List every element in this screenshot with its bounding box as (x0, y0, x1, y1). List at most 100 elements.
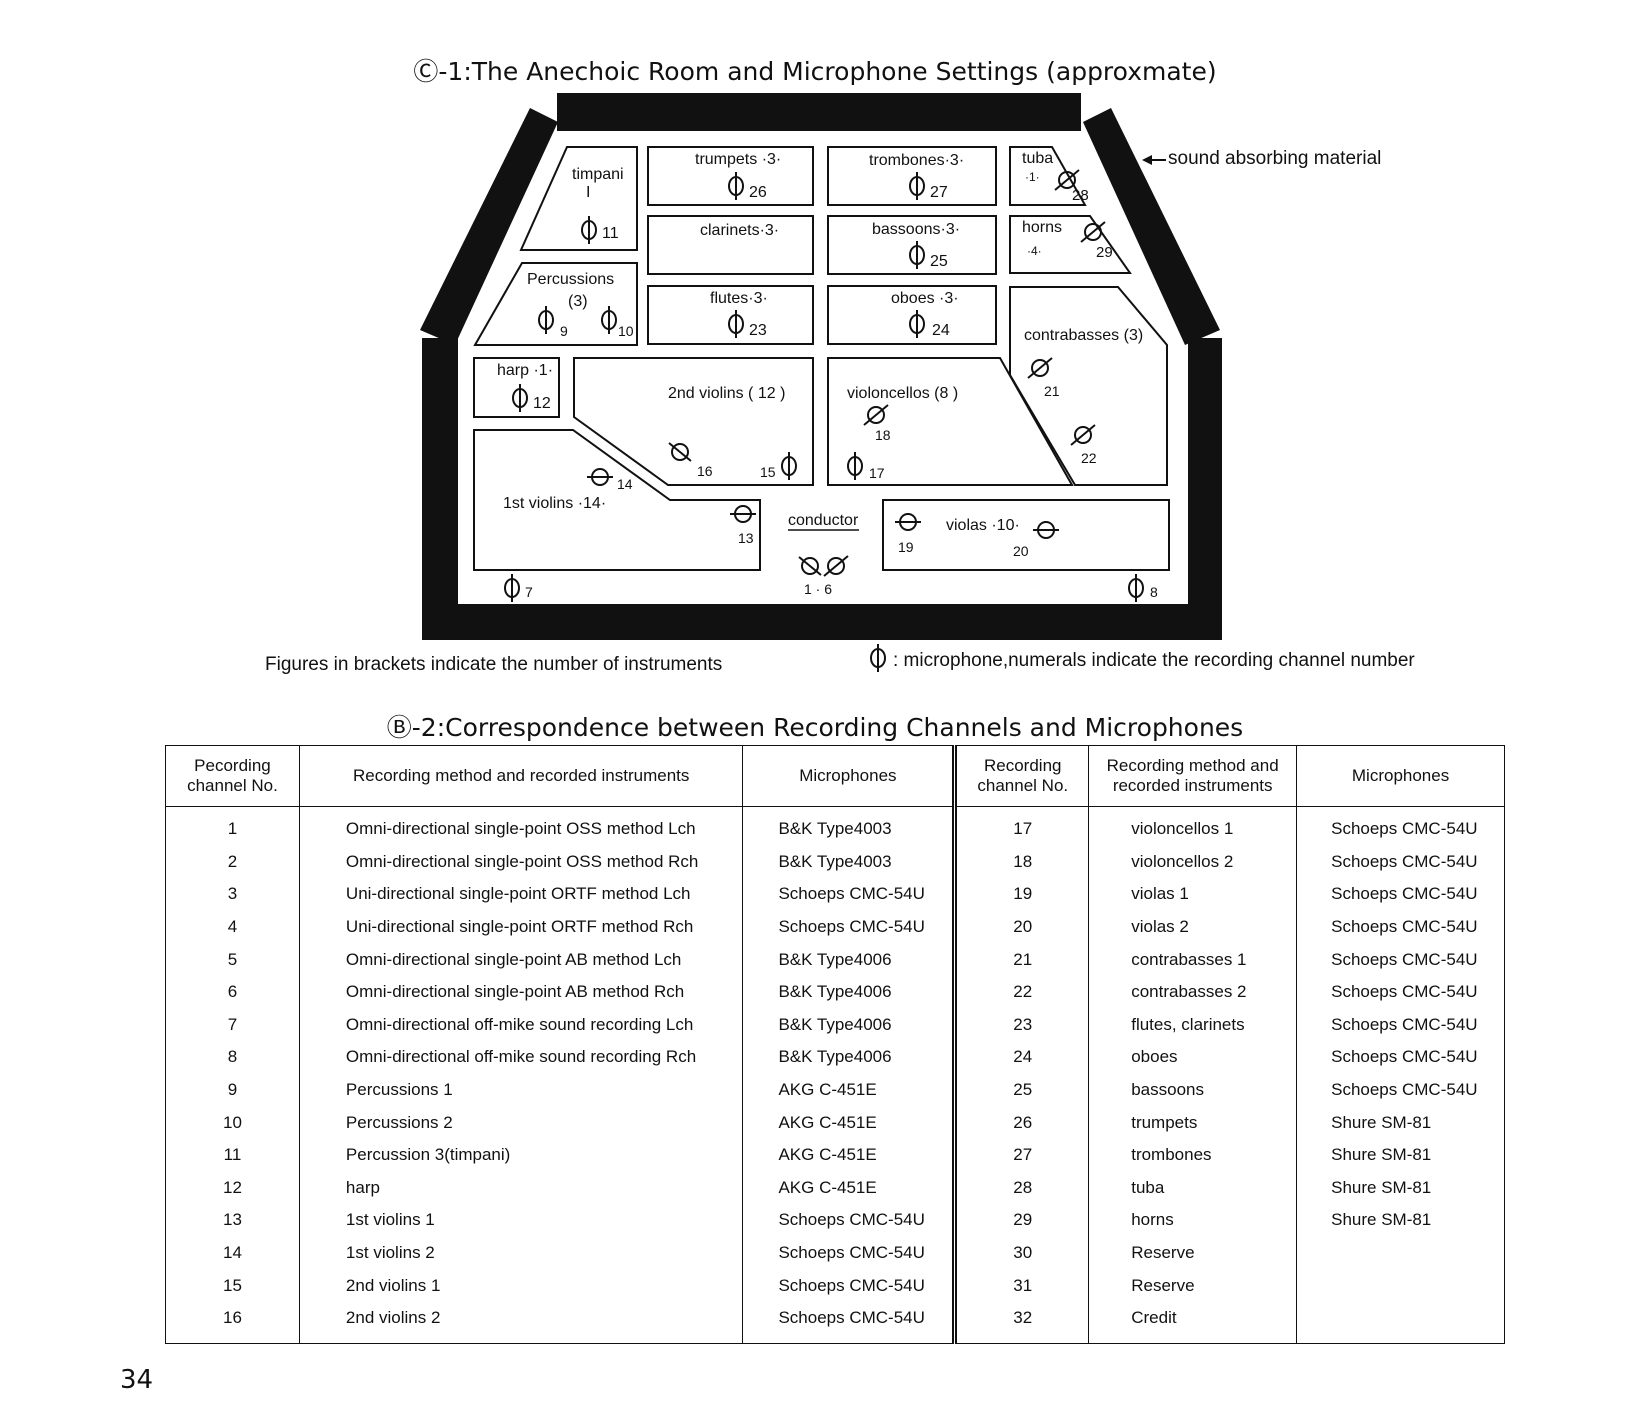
mic-channel-21: 21 (1044, 383, 1060, 399)
mic-icon (1128, 574, 1144, 602)
microphone-cell: B&K Type4003 (742, 845, 958, 879)
method-cell: Omni-directional single-point AB method … (298, 975, 744, 1009)
microphone-cell: B&K Type4006 (742, 975, 958, 1009)
method-cell: Percussion 3(timpani) (298, 1138, 744, 1172)
method-cell: contrabasses 1 (1088, 943, 1298, 976)
channel-cell: 20 (954, 910, 1090, 944)
mic-icon (538, 306, 554, 334)
mic-channel-12: 12 (533, 395, 551, 412)
harp-label: harp ·1· (497, 362, 553, 379)
header-channel-no: Pecording channel No. (165, 745, 300, 807)
mic-channel-24: 24 (932, 322, 950, 339)
microphone-cell: Schoeps CMC-54U (1296, 943, 1505, 976)
microphone-cell: Shure SM-81 (1296, 1171, 1505, 1205)
channel-cell: 30 (954, 1236, 1090, 1270)
method-cell: violoncellos 1 (1088, 806, 1298, 846)
mic-channel-20: 20 (1013, 543, 1029, 559)
mic-legend-note: : microphone,numerals indicate the recor… (893, 650, 1415, 671)
microphone-cell: Schoeps CMC-54U (742, 1204, 958, 1237)
method-cell: violas 2 (1088, 910, 1298, 944)
header-microphones-2: Microphones (1296, 745, 1505, 807)
directional-mic-icon (863, 404, 889, 426)
microphone-cell: Schoeps CMC-54U (1296, 806, 1505, 846)
trombones-area (827, 146, 997, 206)
microphone-cell (1296, 1301, 1505, 1344)
flutes-area (647, 285, 814, 345)
mic-channel-11: 11 (602, 225, 619, 242)
percussions-label: Percussions (527, 271, 614, 288)
header-channel-no-2: Recording channel No. (954, 745, 1090, 807)
microphone-cell: Shure SM-81 (1296, 1204, 1505, 1237)
channel-cell: 31 (954, 1269, 1090, 1302)
channel-cell: 3 (165, 878, 300, 911)
microphone-cell: Schoeps CMC-54U (742, 1236, 958, 1270)
mic-channel-15: 15 (760, 464, 776, 480)
method-cell: 2nd violins 1 (298, 1269, 744, 1302)
horns-label: horns (1022, 219, 1062, 236)
method-cell: violoncellos 2 (1088, 845, 1298, 879)
violas-label: violas ·10· (946, 517, 1020, 534)
mic-channel-23: 23 (749, 322, 767, 339)
mic-icon (601, 306, 617, 334)
method-cell: Uni-directional single-point ORTF method… (298, 878, 744, 911)
tuba-area (1009, 146, 1087, 206)
channel-cell: 14 (165, 1236, 300, 1270)
timpani-count: I (586, 184, 590, 201)
absorbing-pointer: sound absorbing material (1142, 148, 1381, 169)
channel-cell: 10 (165, 1106, 300, 1139)
microphone-cell: Schoeps CMC-54U (742, 878, 958, 911)
cardioid-mic-icon (1033, 521, 1059, 539)
channel-cell: 26 (954, 1106, 1090, 1139)
mic-icon (909, 310, 925, 338)
legend-mic-icon (870, 644, 886, 672)
channel-cell: 12 (165, 1171, 300, 1205)
mic-channel-25: 25 (930, 253, 948, 270)
method-cell: Credit (1088, 1301, 1298, 1344)
channel-cell: 7 (165, 1008, 300, 1042)
microphone-cell: Shure SM-81 (1296, 1138, 1505, 1172)
directional-mic-icon (1080, 221, 1106, 243)
microphone-cell: B&K Type4003 (742, 806, 958, 846)
header-microphones: Microphones (742, 745, 958, 807)
clarinets-label: clarinets·3· (700, 222, 779, 239)
percussions-count: (3) (568, 293, 588, 310)
horns-count: ·4· (1027, 244, 1042, 258)
microphone-cell: Schoeps CMC-54U (742, 1269, 958, 1302)
microphone-cell: Schoeps CMC-54U (742, 1301, 958, 1344)
channel-cell: 16 (165, 1301, 300, 1344)
channel-cell: 8 (165, 1041, 300, 1074)
method-cell: Reserve (1088, 1236, 1298, 1270)
timpani-label: timpani (572, 166, 624, 183)
channel-cell: 29 (954, 1204, 1090, 1237)
channel-cell: 9 (165, 1073, 300, 1107)
method-cell: violas 1 (1088, 878, 1298, 911)
bassoons-area (827, 215, 997, 275)
microphone-cell: Schoeps CMC-54U (1296, 1008, 1505, 1042)
mic-channel-8: 8 (1150, 584, 1158, 600)
mic-channel-14: 14 (617, 476, 633, 492)
channel-cell: 28 (954, 1171, 1090, 1205)
microphone-cell (1296, 1269, 1505, 1302)
mic-channel-9: 9 (560, 323, 568, 339)
method-cell: horns (1088, 1204, 1298, 1237)
mic-icon (909, 241, 925, 269)
timpani-area (519, 146, 638, 251)
microphone-cell: AKG C-451E (742, 1073, 958, 1107)
channel-cell: 19 (954, 878, 1090, 911)
cardioid-mic-icon (587, 468, 613, 486)
mic-icon (512, 384, 528, 412)
channel-cell: 5 (165, 943, 300, 976)
1st-violins-label: 1st violins ·14· (503, 495, 606, 512)
2nd-violins-label: 2nd violins ( 12 ) (668, 385, 785, 402)
microphone-cell: B&K Type4006 (742, 1041, 958, 1074)
microphone-cell: Schoeps CMC-54U (1296, 910, 1505, 944)
microphone-cell: Schoeps CMC-54U (1296, 975, 1505, 1009)
method-cell: trumpets (1088, 1106, 1298, 1139)
